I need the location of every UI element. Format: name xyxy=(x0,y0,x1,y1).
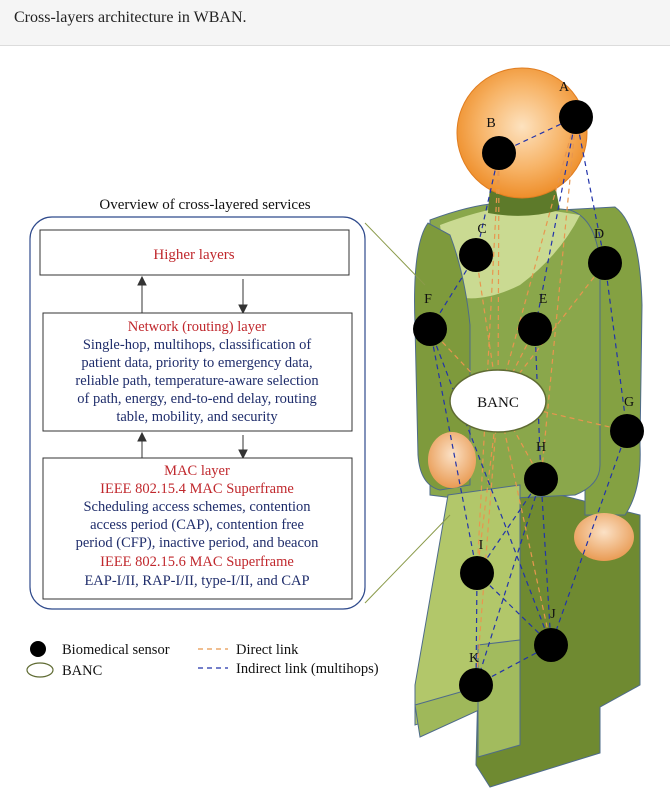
sensor-i xyxy=(460,556,494,590)
legend-indirect-label: Indirect link (multihops) xyxy=(236,661,379,677)
indirect-link-f-j xyxy=(429,328,552,646)
mac-line-4: EAP-I/II, RAP-I/II, type-I/II, and CAP xyxy=(84,573,309,589)
sensor-label-i: I xyxy=(479,538,484,553)
indirect-link-a-d xyxy=(575,116,606,264)
legend-banc-icon xyxy=(26,662,54,678)
mac-line-2: access period (CAP), contention free xyxy=(90,517,304,533)
arrows-upper xyxy=(137,275,248,315)
wban-figure: BANC A B C D E F G H I J K Overview of cross-layer… xyxy=(26,67,644,788)
higher-layers-box xyxy=(39,229,350,276)
legend-direct-label: Direct link xyxy=(236,642,299,658)
sensor-label-e: E xyxy=(539,292,548,307)
mac-sub-1: IEEE 802.15.4 MAC Superframe xyxy=(100,481,294,497)
sensor-label-a: A xyxy=(559,80,570,95)
right-hand xyxy=(574,513,634,561)
banc-label: BANC xyxy=(477,395,519,411)
sensor-label-g: G xyxy=(624,395,634,410)
sensor-label-b: B xyxy=(486,116,495,131)
sensor-label-h: H xyxy=(536,440,546,455)
indirect-link-h-i xyxy=(476,478,542,574)
indirect-link-h-k xyxy=(475,478,542,686)
mac-line-3: period (CFP), inactive period, and beaco… xyxy=(76,535,320,551)
sensor-d xyxy=(588,246,622,280)
sensor-f xyxy=(413,312,447,346)
indirect-link-f-i xyxy=(429,328,478,574)
inner-leg xyxy=(477,639,521,758)
network-line-3: reliable path, temperature-aware selecti… xyxy=(75,373,319,389)
indirect-link-h-j xyxy=(540,478,552,646)
sensor-h xyxy=(524,462,558,496)
left-hand xyxy=(428,432,476,488)
sensor-label-f: F xyxy=(424,292,432,307)
arrows-lower xyxy=(137,431,248,460)
legend: Biomedical sensor BANC Direct link Indir… xyxy=(26,641,379,679)
direct-link-a-h xyxy=(540,116,577,480)
caption-bar: Cross-layers architecture in WBAN. xyxy=(0,0,670,46)
sensor-label-d: D xyxy=(594,227,604,242)
mac-title: MAC layer xyxy=(164,463,230,479)
network-line-1: Single-hop, multihops, classification of xyxy=(83,337,312,353)
direct-link-k-banc xyxy=(475,400,499,686)
torso-highlight xyxy=(440,205,580,299)
left-arm xyxy=(414,222,471,491)
higher-layers-label: Higher layers xyxy=(153,247,234,263)
sensor-b xyxy=(482,136,516,170)
mac-box xyxy=(42,457,353,600)
indirect-link-g-j xyxy=(550,430,628,646)
overview-title: Overview of cross-layered services xyxy=(99,197,310,213)
direct-link-j-banc xyxy=(497,400,552,646)
mac-line-1: Scheduling access schemes, contention xyxy=(83,499,311,515)
legend-banc-label: BANC xyxy=(62,663,102,679)
network-line-4: of path, energy, end-to-end delay, routi… xyxy=(77,391,316,407)
sensor-g xyxy=(610,414,644,448)
connector-bottom xyxy=(364,514,451,604)
sensor-k xyxy=(459,668,493,702)
network-line-2: patient data, priority to emergency data… xyxy=(81,355,312,371)
figure-caption: Cross-layers architecture in WBAN. xyxy=(14,9,247,26)
direct-link-b-i xyxy=(476,152,500,574)
sensor-e xyxy=(518,312,552,346)
indirect-link-i-k xyxy=(475,572,478,686)
sensor-label-c: C xyxy=(477,222,486,237)
sensor-label-k: K xyxy=(469,651,479,666)
sensor-group: A B C D E F G H I J K xyxy=(413,80,644,702)
connector-top xyxy=(364,222,426,286)
network-box xyxy=(42,312,353,432)
sensor-a xyxy=(559,100,593,134)
sensor-label-j: J xyxy=(550,607,556,622)
direct-link-c-banc xyxy=(475,254,499,402)
overview-frame xyxy=(29,216,366,610)
indirect-link-d-g xyxy=(604,262,628,432)
sensor-j xyxy=(534,628,568,662)
network-title: Network (routing) layer xyxy=(128,319,267,335)
legend-sensor-icon xyxy=(30,641,46,657)
network-line-5: table, mobility, and security xyxy=(116,409,278,425)
banc-ellipse xyxy=(449,369,547,433)
direct-link-a-banc xyxy=(497,116,577,402)
mac-sub-2: IEEE 802.15.6 MAC Superframe xyxy=(100,554,294,570)
sensor-c xyxy=(459,238,493,272)
legend-sensor-label: Biomedical sensor xyxy=(62,642,170,658)
